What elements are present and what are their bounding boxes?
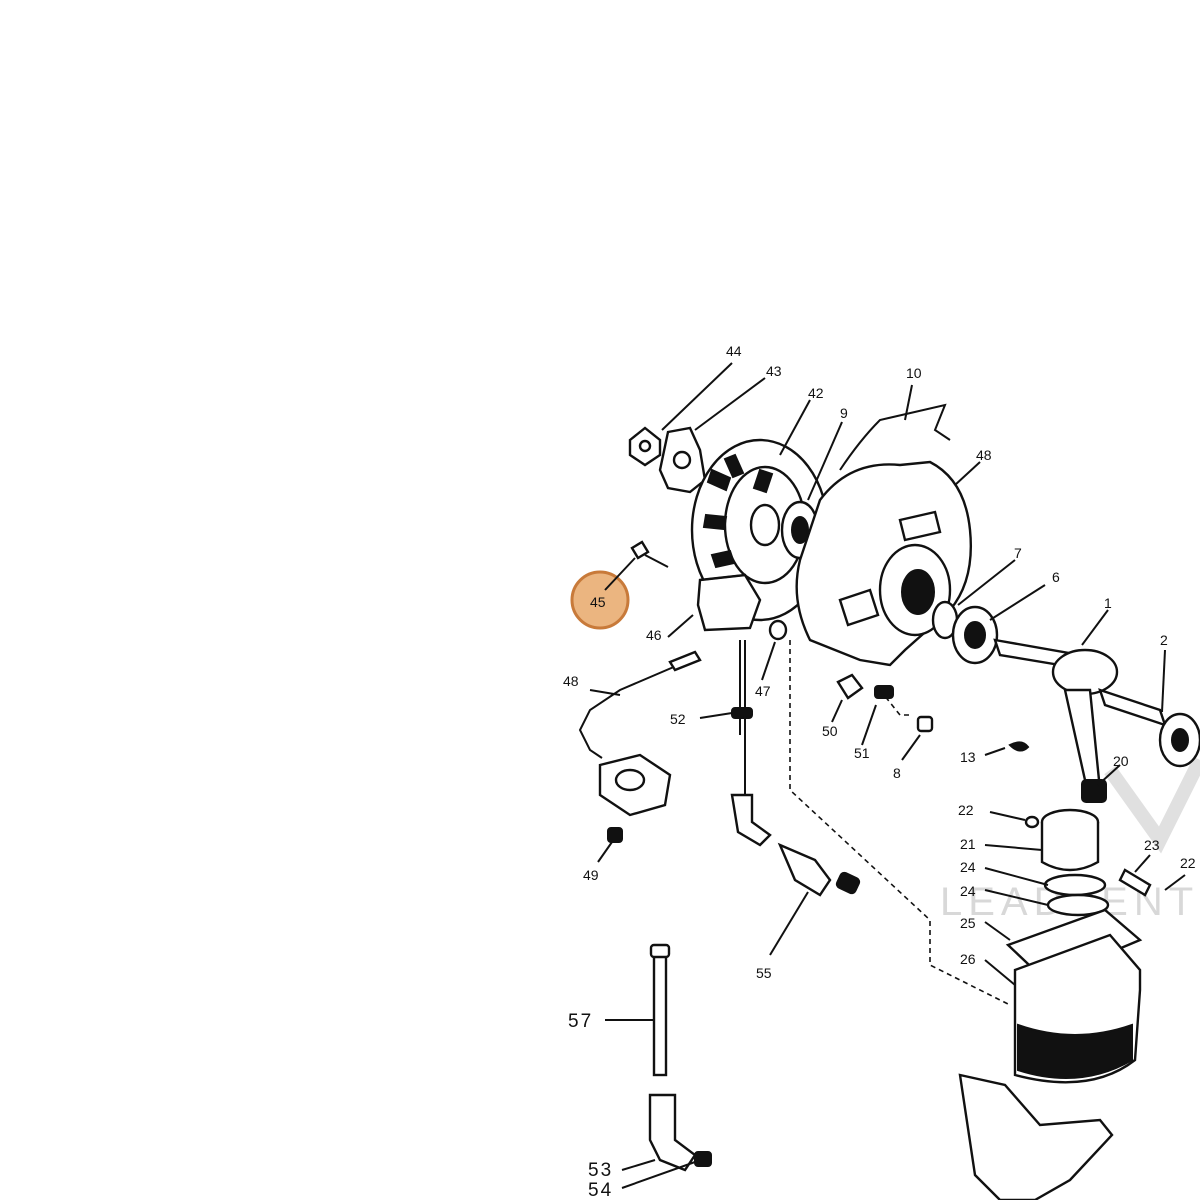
part-1-crankshaft[interactable] [993,638,1167,793]
part-6-bearing[interactable] [951,605,999,665]
part-23-pin[interactable] [1118,868,1152,897]
wire-terminal [668,650,702,672]
part-50-clamp[interactable] [836,673,864,700]
leader-lines [589,362,1186,1189]
part-8-dowel[interactable] [916,715,934,733]
part-48-stop-wire[interactable] [578,659,691,759]
part-10-gasket[interactable] [839,403,951,471]
label-42: 42 [808,385,824,401]
label-24-lower: 24 [960,883,976,899]
part-43-plate[interactable] [658,426,707,494]
label-10: 10 [906,365,922,381]
label-9: 9 [840,405,848,421]
part-46-ignition-coil[interactable] [696,573,762,632]
part-57-shaft[interactable] [649,943,671,1077]
label-52: 52 [670,711,686,727]
part-47-spacer[interactable] [768,619,788,641]
label-43: 43 [766,363,782,379]
label-1: 1 [1104,595,1112,611]
part-42-flywheel[interactable] [690,438,830,622]
label-23: 23 [1144,837,1160,853]
label-55: 55 [756,965,772,981]
part-13-key[interactable] [1008,741,1030,752]
label-8: 8 [893,765,901,781]
part-48-crankcase[interactable] [795,460,972,667]
part-24-rings[interactable] [1043,873,1110,917]
label-7: 7 [1014,545,1022,561]
hotspot-part-45[interactable]: 45 [570,557,636,630]
part-labels: 44 43 42 9 10 48 7 6 1 2 46 47 48 52 50 … [563,343,1196,1200]
cylinder-shroud [958,1073,1114,1200]
label-57: 57 [568,1011,593,1032]
label-13: 13 [960,749,976,765]
part-22-clip[interactable] [1024,815,1040,829]
label-2: 2 [1160,632,1168,648]
label-21: 21 [960,836,976,852]
part-51-screw[interactable] [874,685,894,699]
part-44-nut[interactable] [628,426,662,467]
alignment-lines [789,640,1011,1006]
part-2-bearing[interactable] [1158,712,1200,768]
label-6: 6 [1052,569,1060,585]
label-20: 20 [1113,753,1129,769]
label-50: 50 [822,723,838,739]
label-45: 45 [590,594,606,610]
stop-switch[interactable] [598,753,672,817]
label-48-crankcase: 48 [976,447,992,463]
label-47: 47 [755,683,771,699]
label-48-wire: 48 [563,673,579,689]
label-46: 46 [646,627,662,643]
label-53: 53 [588,1160,613,1181]
part-53-elbow[interactable] [648,1093,697,1172]
label-22-right: 22 [1180,855,1196,871]
plug-cap[interactable] [730,793,772,847]
part-49-screw[interactable] [607,827,623,843]
part-54-nut[interactable] [694,1151,712,1167]
part-21-piston[interactable] [1040,808,1100,872]
label-49: 49 [583,867,599,883]
part-52-clamp[interactable] [731,707,753,719]
part-55-spark-plug[interactable] [777,842,861,897]
label-51: 51 [854,745,870,761]
label-24-upper: 24 [960,859,976,875]
label-54: 54 [588,1180,613,1200]
label-26: 26 [960,951,976,967]
part-45-bolt[interactable] [630,540,669,568]
label-22-left: 22 [958,802,974,818]
part-20-needle-bearing[interactable] [1081,779,1107,803]
part-26-cylinder[interactable] [1013,933,1142,1084]
label-25: 25 [960,915,976,931]
label-44: 44 [726,343,742,359]
